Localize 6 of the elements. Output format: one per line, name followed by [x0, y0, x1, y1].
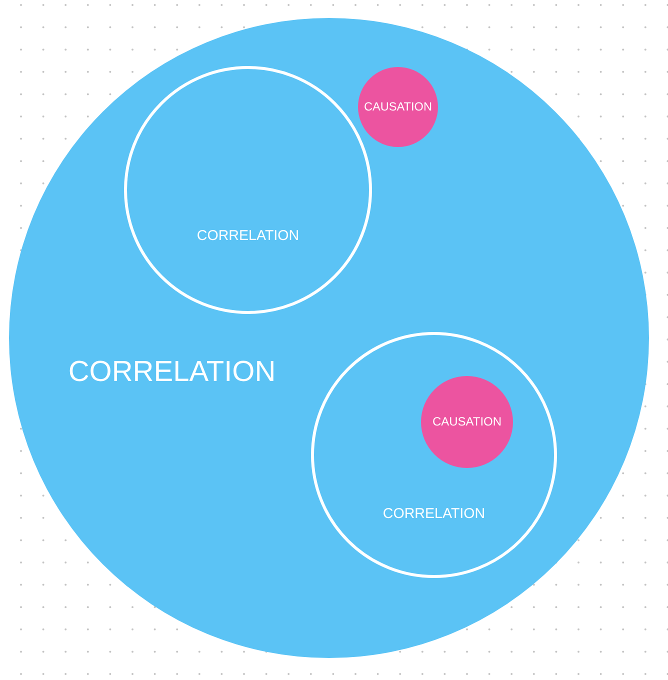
circle-label: CORRELATION	[68, 357, 276, 389]
circle-label: CAUSATION	[364, 100, 432, 114]
circle-label: CAUSATION	[432, 415, 502, 429]
circle-label: CORRELATION	[196, 229, 300, 245]
circle-label: CORRELATION	[382, 507, 486, 523]
outlined-circle	[311, 332, 557, 578]
